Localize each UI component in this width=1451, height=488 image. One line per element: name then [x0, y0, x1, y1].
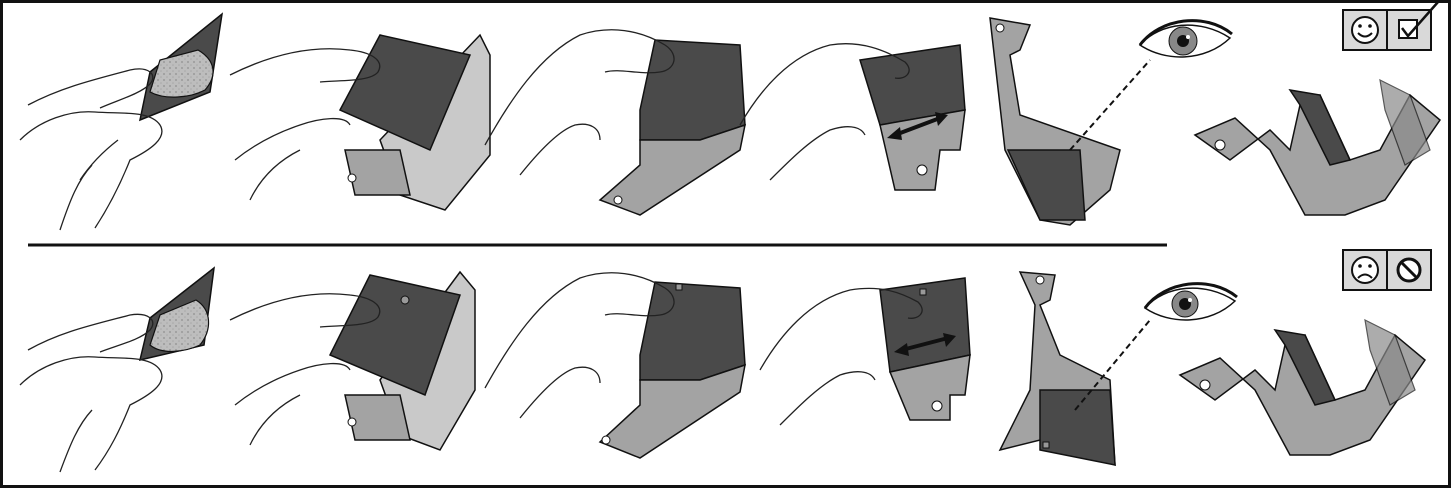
backing-paper	[149, 49, 214, 98]
result-bracket-step	[1193, 78, 1442, 216]
status-incorrect	[1342, 249, 1432, 291]
checkbox-checked-icon	[1398, 1, 1439, 39]
adhesive-pad	[639, 39, 746, 141]
place-pad-step	[229, 270, 476, 451]
adhesive-pad	[1006, 149, 1086, 221]
sight-line	[1069, 59, 1151, 151]
hand-outline	[739, 43, 910, 181]
peel-backing-step	[19, 12, 224, 231]
smiley-happy-icon	[1351, 16, 1379, 44]
hand-outline	[19, 68, 163, 231]
status-correct	[1342, 1, 1439, 51]
hand-outline	[229, 293, 381, 446]
adhesive-pad	[639, 281, 746, 381]
adhesive-pad	[1273, 328, 1337, 406]
inspect-bracket-step	[998, 271, 1238, 467]
rub-direction-arrow	[901, 336, 949, 352]
inspect-bracket-step	[989, 17, 1233, 226]
hand-outline	[229, 48, 381, 201]
press-pad-step	[484, 29, 746, 216]
prohibited-icon	[1396, 257, 1422, 283]
adhesive-pad	[328, 274, 461, 397]
row-correct	[19, 1, 1442, 231]
air-bubble	[675, 283, 683, 291]
adhesive-pad	[1288, 88, 1352, 166]
air-bubble	[1042, 441, 1050, 449]
hand-outline	[19, 313, 163, 473]
adhesive-pad	[338, 34, 472, 151]
smiley-sad-icon	[1351, 256, 1379, 284]
place-pad-step	[229, 33, 491, 211]
air-bubble	[400, 295, 410, 305]
hand-outline	[484, 272, 675, 419]
eye-icon	[1138, 19, 1233, 58]
adhesive-pad	[1039, 389, 1116, 466]
hand-outline	[484, 29, 675, 176]
rub-direction-arrow	[894, 116, 941, 137]
rub-pad-step	[739, 43, 966, 191]
row-incorrect	[19, 249, 1432, 473]
hand-outline	[759, 287, 923, 426]
rub-pad-step	[759, 277, 971, 426]
air-bubble	[919, 288, 927, 296]
result-bracket-step	[1178, 318, 1427, 456]
peel-backing-step	[19, 266, 215, 473]
eye-icon	[1143, 282, 1238, 321]
backing-paper	[149, 299, 210, 352]
press-pad-step	[484, 272, 746, 459]
